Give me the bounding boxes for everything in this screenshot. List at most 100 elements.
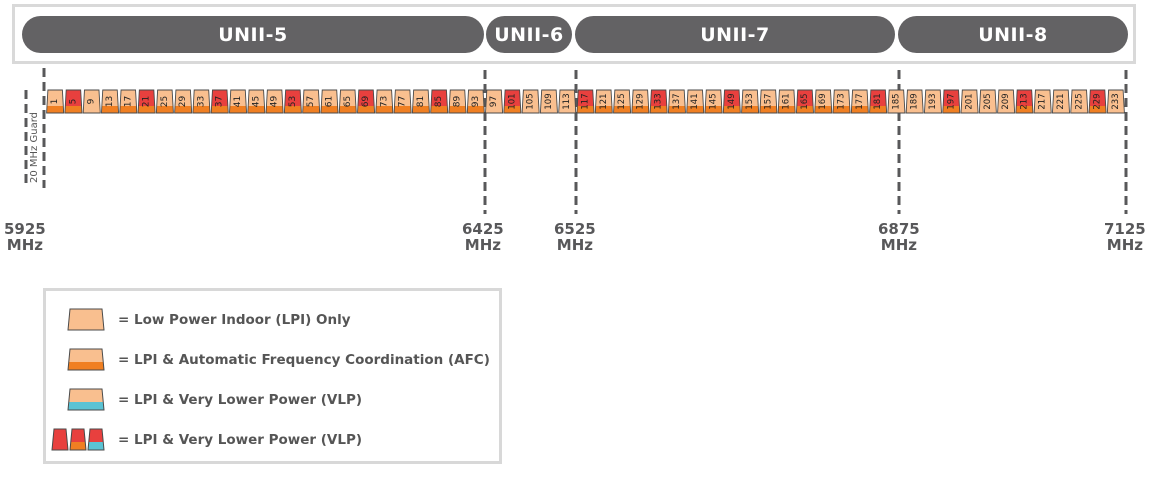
channel-165: 165 — [795, 89, 814, 114]
freq-unit: MHz — [556, 236, 593, 254]
channel-number: 145 — [709, 93, 719, 109]
channel-9: 9 — [82, 89, 101, 114]
channel-145: 145 — [704, 89, 723, 114]
channel-number: 141 — [690, 93, 700, 109]
channel-number: 181 — [873, 93, 883, 109]
legend-item-vlp: = LPI & Very Lower Power (VLP) — [58, 387, 362, 413]
channel-number: 173 — [837, 93, 847, 109]
channel-number: 33 — [196, 96, 206, 107]
channel-173: 173 — [832, 89, 851, 114]
channel-193: 193 — [923, 89, 942, 114]
channel-number: 161 — [782, 93, 792, 109]
channel-number: 105 — [526, 93, 536, 109]
channel-number: 97 — [489, 96, 499, 107]
channel-number: 93 — [471, 96, 481, 107]
channel-number: 49 — [270, 96, 280, 108]
legend: = Low Power Indoor (LPI) Only = LPI & Au… — [43, 288, 502, 464]
channel-number: 13 — [105, 96, 115, 107]
channel-number: 109 — [544, 93, 554, 109]
freq-label-6425: 6425 MHz — [462, 221, 504, 253]
channel-121: 121 — [594, 89, 613, 114]
channel-number: 177 — [855, 93, 865, 109]
channel-number: 209 — [1001, 93, 1011, 109]
afc-swatch-icon — [67, 348, 105, 371]
channel-number: 121 — [599, 93, 609, 109]
channel-number: 169 — [818, 93, 828, 109]
channel-number: 201 — [965, 93, 975, 109]
channel-197: 197 — [942, 89, 961, 114]
band-unii-6: UNII-6 — [486, 16, 572, 53]
channel-153: 153 — [741, 89, 760, 114]
channel-number: 197 — [946, 93, 956, 109]
channel-number: 137 — [672, 93, 682, 109]
channel-57: 57 — [302, 89, 321, 114]
channel-169: 169 — [814, 89, 833, 114]
channel-89: 89 — [448, 89, 467, 114]
channel-33: 33 — [192, 89, 211, 114]
channel-61: 61 — [320, 89, 339, 114]
channel-number: 157 — [763, 93, 773, 109]
channel-161: 161 — [777, 89, 796, 114]
channel-49: 49 — [265, 89, 284, 114]
channel-69: 69 — [357, 89, 376, 114]
legend-text: = LPI & Very Lower Power (VLP) — [118, 392, 363, 408]
channel-233: 233 — [1106, 89, 1125, 114]
freq-value: 6425 — [462, 220, 504, 238]
legend-item-afc: = LPI & Automatic Frequency Coordination… — [58, 347, 490, 373]
channel-229: 229 — [1088, 89, 1107, 114]
vlp-swatch-icon — [67, 388, 105, 411]
channel-117: 117 — [576, 89, 595, 114]
guard-label: 20 MHz Guard — [29, 112, 40, 184]
freq-label-5925: 5925 MHz — [4, 221, 46, 253]
channel-13: 13 — [100, 89, 120, 114]
channel-number: 221 — [1056, 93, 1066, 109]
channel-number: 113 — [562, 93, 572, 109]
channel-221: 221 — [1051, 89, 1071, 114]
channel-101: 101 — [503, 89, 522, 114]
channel-113: 113 — [558, 89, 577, 114]
channel-5: 5 — [64, 89, 83, 114]
freq-value: 5925 — [4, 220, 46, 238]
channel-97: 97 — [485, 89, 504, 114]
channel-number: 229 — [1093, 93, 1103, 109]
channel-number: 165 — [800, 93, 810, 109]
channel-number: 69 — [361, 96, 371, 108]
freq-value: 6875 — [878, 220, 920, 238]
channel-37: 37 — [210, 89, 229, 114]
channel-number: 53 — [288, 96, 298, 107]
legend-text: = LPI & Automatic Frequency Coordination… — [118, 352, 490, 368]
channel-105: 105 — [521, 89, 540, 114]
channel-201: 201 — [960, 89, 979, 114]
channel-213: 213 — [1015, 89, 1034, 114]
channel-53: 53 — [283, 89, 302, 114]
channel-137: 137 — [667, 89, 686, 114]
channel-number: 233 — [1111, 93, 1121, 109]
legend-item-multi: = LPI & Very Lower Power (VLP) — [50, 427, 362, 453]
channel-133: 133 — [649, 89, 668, 114]
channel-number: 225 — [1074, 93, 1084, 109]
freq-label-6525: 6525 MHz — [554, 221, 596, 253]
channel-number: 17 — [123, 96, 133, 107]
channel-109: 109 — [539, 89, 558, 114]
channel-21: 21 — [137, 89, 156, 114]
channel-141: 141 — [686, 89, 705, 114]
channel-number: 117 — [581, 93, 591, 109]
channel-number: 5 — [68, 99, 78, 105]
freq-unit: MHz — [880, 236, 917, 254]
channel-77: 77 — [393, 89, 412, 114]
channel-number: 153 — [745, 93, 755, 109]
channel-number: 29 — [178, 96, 188, 108]
channel-number: 81 — [416, 96, 426, 107]
channel-177: 177 — [850, 89, 869, 114]
channel-number: 213 — [1019, 93, 1029, 109]
channel-181: 181 — [869, 89, 888, 114]
channel-number: 1 — [50, 99, 60, 105]
channel-number: 61 — [324, 96, 334, 107]
channel-number: 37 — [215, 96, 225, 107]
channel-number: 21 — [142, 96, 152, 107]
band-frame — [12, 4, 1136, 64]
channel-217: 217 — [1033, 89, 1052, 114]
channel-number: 73 — [379, 96, 389, 107]
lpi-swatch-icon — [67, 308, 105, 331]
